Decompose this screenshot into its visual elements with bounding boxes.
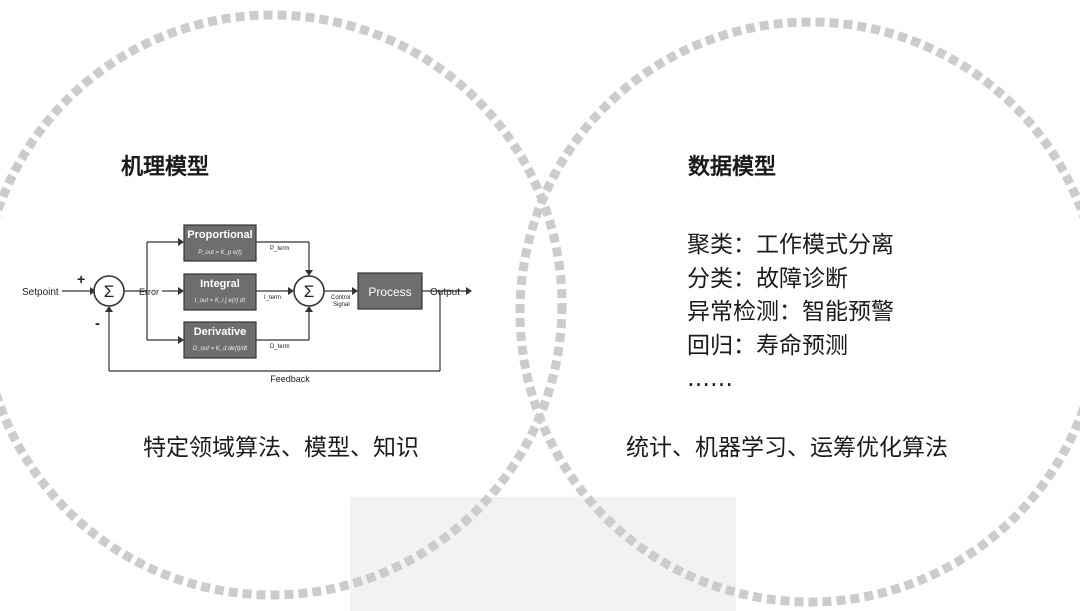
minus-sign: - <box>95 315 100 332</box>
list-item-classification: 分类：故障诊断 <box>687 265 848 292</box>
integral-label: Integral <box>200 278 240 290</box>
control-signal-label-1: Control <box>331 295 350 301</box>
sigma-1: Σ <box>104 282 115 301</box>
i-term-label: I_term <box>264 295 281 301</box>
pid-diagram <box>62 224 472 372</box>
plus-sign: + <box>77 271 85 287</box>
right-caption: 统计、机器学习、运筹优化算法 <box>626 435 948 461</box>
p-term-label: P_term <box>270 246 289 252</box>
pid-labels: Setpoint + - Σ Error Proportional P_out … <box>22 229 460 384</box>
output-label: Output <box>430 287 460 298</box>
proportional-formula: P_out = K_p e(t) <box>198 250 242 256</box>
derivative-label: Derivative <box>194 326 247 338</box>
proportional-label: Proportional <box>187 229 252 241</box>
process-block <box>357 272 423 310</box>
left-title: 机理模型 <box>121 155 210 180</box>
integral-formula: I_out = K_i ∫ e(τ) dτ <box>195 297 246 304</box>
list-item-ellipsis: …… <box>687 366 733 392</box>
list-item-clustering: 聚类：工作模式分离 <box>687 232 894 258</box>
left-dashed-circle <box>0 10 567 600</box>
right-title: 数据模型 <box>688 155 777 180</box>
d-term-label: D_term <box>270 344 290 350</box>
error-label: Error <box>139 287 159 297</box>
right-item-list: 聚类：工作模式分离 分类：故障诊断 异常检测：智能预警 回归：寿命预测 …… <box>687 229 894 397</box>
left-caption: 特定领域算法、模型、知识 <box>143 435 419 461</box>
list-item-regression: 回归：寿命预测 <box>687 332 848 359</box>
feedback-label: Feedback <box>270 374 310 384</box>
setpoint-label: Setpoint <box>22 287 59 298</box>
background-watermark-block <box>350 497 736 611</box>
derivative-block <box>183 321 257 359</box>
right-dashed-circle <box>515 17 1080 607</box>
process-label: Process <box>368 285 411 299</box>
derivative-formula: D_out = K_d de(t)/dt <box>193 346 248 352</box>
list-item-anomaly-detection: 异常检测：智能预警 <box>687 299 894 325</box>
proportional-block <box>183 224 257 262</box>
sigma-2: Σ <box>304 282 315 301</box>
control-signal-label-2: Signal <box>333 302 350 308</box>
integral-block <box>183 273 257 311</box>
